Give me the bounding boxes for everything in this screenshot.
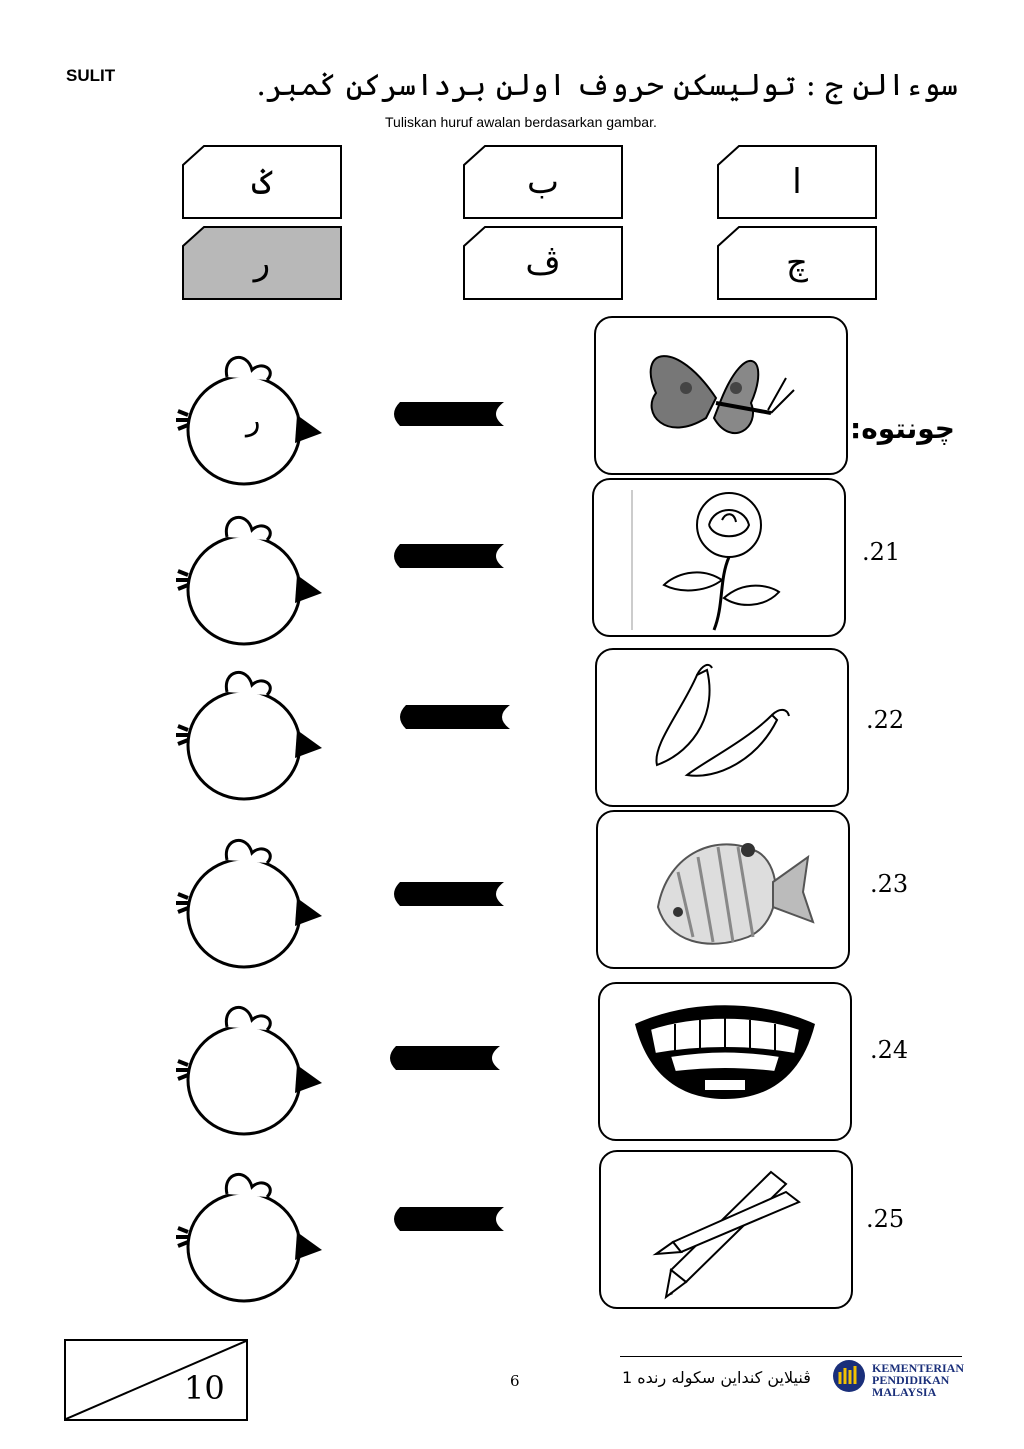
bird-answer-shape [172,1162,332,1312]
bird-icon [176,838,322,969]
bird-answer-shape [172,828,332,978]
picture-box [595,648,849,807]
picture-box [598,982,852,1141]
picture-box [599,1150,853,1309]
bird-icon [176,1172,322,1303]
example-label: چونتوه: [850,412,955,445]
page-number: 6 [510,1372,520,1390]
program-label: ڤنيلاين كنداين سكوله رنده 1 [622,1368,811,1387]
letter-card: ڤ [463,226,623,300]
bird-icon [176,1005,322,1136]
question-subtitle: Tuliskan huruf awalan berdasarkan gambar… [385,114,657,130]
score-box: 10 [64,1339,248,1421]
rose-icon [631,490,781,631]
ministry-logo-icon [833,1360,865,1392]
question-number: .23 [870,870,909,898]
score-divider [66,1341,246,1419]
bird-answer-shape [172,505,332,655]
letter-card-letter: ا [792,162,802,202]
letter-card-letter: ر [253,243,271,283]
ministry-name: KEMENTERIAN PENDIDIKAN MALAYSIA [872,1362,964,1398]
ministry-line: MALAYSIA [872,1385,937,1399]
answer-line-icon [394,882,504,906]
chili-icon [655,663,790,777]
question-number: .24 [870,1036,909,1064]
letter-card-letter: ڤ [525,243,561,283]
ministry-line: KEMENTERIAN [872,1361,965,1375]
butterfly-icon [649,355,795,434]
teeth-icon [635,1005,815,1099]
letter-card-highlighted: ر [182,226,342,300]
bird-answer-shape [172,660,332,810]
letter-card: ا [717,145,877,219]
bird-answer-shape [172,995,332,1145]
letter-card: چ [717,226,877,300]
letter-card: ݢ [182,145,342,219]
answer-line-icon [390,1046,500,1070]
answer-line-icon [394,1207,504,1231]
score-total: 10 [184,1369,225,1407]
answer-slot[interactable]: ر [246,403,261,438]
bird-icon [176,515,322,646]
footer-divider [620,1356,962,1357]
picture-box [592,478,846,637]
letter-card-letter: ب [526,162,559,202]
question-number: .21 [862,538,901,566]
question-number: .22 [866,706,905,734]
question-title: سوءالن ج : توليسكن حروف اولن برداسركن ݢم… [256,68,958,103]
letter-card: ب [463,145,623,219]
answer-line-icon [394,402,504,426]
ministry-line: PENDIDIKAN [872,1373,950,1387]
bird-icon [176,670,322,801]
picture-box [596,810,850,969]
letter-card-letter: ݢ [252,162,272,203]
picture-box [594,316,848,475]
question-number: .25 [866,1205,905,1233]
bird-icon [176,355,322,486]
bird-answer-shape: ر [172,345,332,495]
fish-icon [656,843,815,945]
pencils-icon [652,1170,801,1300]
answer-line-icon [400,705,510,729]
letter-card-letter: چ [786,243,808,283]
answer-line-icon [394,544,504,568]
sulit-label: SULIT [66,66,116,85]
